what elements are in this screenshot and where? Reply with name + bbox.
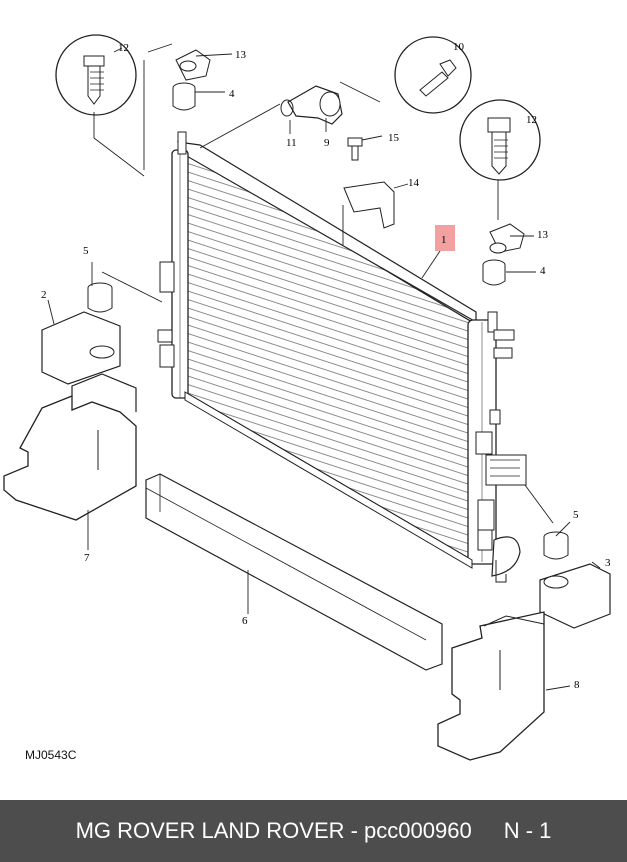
callout-labels: 1 2 3 4 4 5 5 6 7 8 9 10 11 12 12 13 13 … [41, 41, 611, 691]
grommet-5-right[interactable] [543, 531, 569, 560]
diagram-reference-code: MJ0543C [25, 748, 77, 762]
bolt-15[interactable] [347, 137, 363, 161]
radiator[interactable] [157, 85, 527, 583]
grommet-5-left[interactable] [87, 282, 113, 313]
callout-3[interactable]: 3 [605, 557, 611, 569]
grommet-4-left[interactable] [172, 82, 196, 111]
radiator-exploded-diagram: 1 2 3 4 4 5 5 6 7 8 9 10 11 12 12 13 13 … [3, 34, 611, 761]
callout-13-left[interactable]: 13 [235, 49, 247, 61]
footer-part-text: MG ROVER LAND ROVER - pcc000960 [75, 818, 472, 843]
callout-8[interactable]: 8 [574, 679, 580, 691]
callout-13-right[interactable]: 13 [537, 229, 549, 241]
callout-9[interactable]: 9 [324, 137, 330, 149]
part-1-highlight [435, 225, 455, 251]
callout-12-right[interactable]: 12 [526, 114, 537, 126]
clip-13-left[interactable] [175, 49, 211, 81]
callout-5-right[interactable]: 5 [573, 509, 579, 521]
callout-4-top-left[interactable]: 4 [229, 88, 235, 100]
foam-block-7[interactable] [3, 373, 137, 521]
clip-13-right[interactable] [489, 223, 525, 254]
callout-5-left[interactable]: 5 [83, 245, 89, 257]
footer-page-text: N - 1 [503, 818, 552, 843]
callout-11[interactable]: 11 [286, 137, 297, 149]
callout-15[interactable]: 15 [388, 132, 400, 144]
callout-6[interactable]: 6 [242, 615, 248, 627]
callout-2[interactable]: 2 [41, 289, 47, 301]
callout-7[interactable]: 7 [84, 552, 90, 564]
callout-14[interactable]: 14 [408, 177, 420, 189]
callout-1[interactable]: 1 [441, 234, 447, 246]
mount-bracket-3[interactable] [539, 563, 611, 629]
mount-bracket-2[interactable] [41, 311, 121, 385]
bracket-14[interactable] [343, 181, 395, 229]
bolt-12-right-inset[interactable] [459, 99, 541, 181]
footer-bar: MG ROVER LAND ROVER - pcc000960 N - 1 [0, 800, 627, 862]
leader-lines [47, 43, 601, 691]
grommet-4-right[interactable] [482, 259, 506, 286]
callout-12-left[interactable]: 12 [118, 42, 129, 54]
foam-strip-6[interactable] [145, 473, 443, 671]
foam-block-8[interactable] [437, 611, 545, 761]
callout-10[interactable]: 10 [453, 41, 465, 53]
callout-4-right[interactable]: 4 [540, 265, 546, 277]
o-ring-11[interactable] [280, 99, 294, 117]
bolt-10-inset[interactable] [394, 36, 472, 114]
bolt-12-left-inset[interactable] [55, 34, 137, 116]
